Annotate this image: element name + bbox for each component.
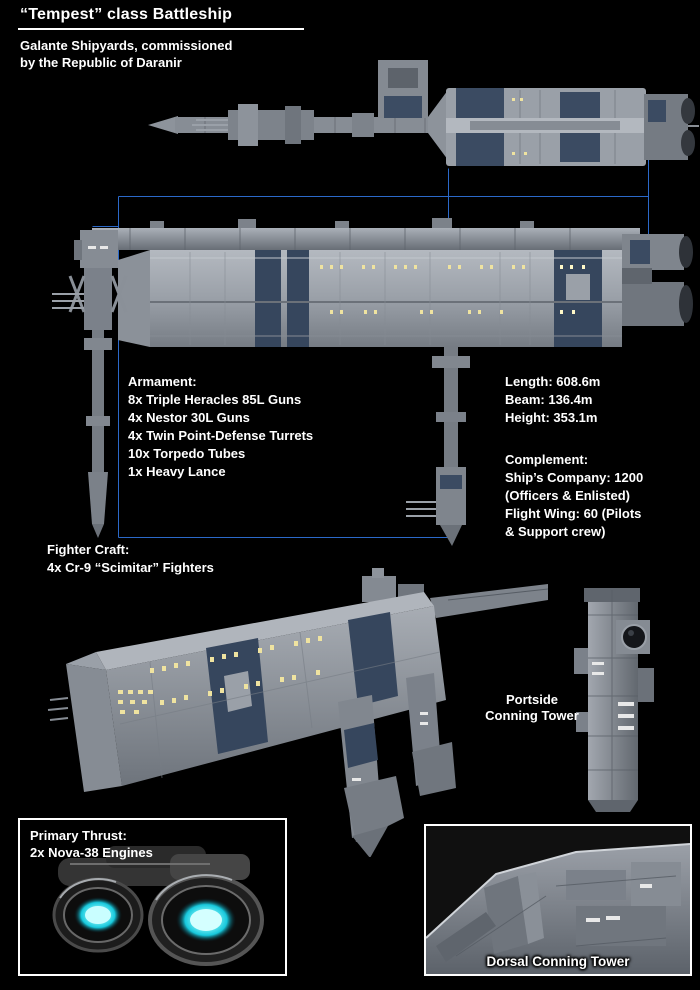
fighter-craft-heading: Fighter Craft: [47,542,130,557]
perspective-aft-mast [406,673,456,796]
subtitle-line: Galante Shipyards, commissioned [20,38,233,53]
orthographic-views-render [52,60,699,546]
fighter-craft-block: Fighter Craft: 4x Cr-9 “Scimitar” Fighte… [47,541,214,577]
fighter-craft-detail: 4x Cr-9 “Scimitar” Fighters [47,560,214,575]
side-view-render [52,218,693,546]
armament-block: Armament: 8x Triple Heracles 85L Guns 4x… [128,373,313,481]
dorsal-window-slits [586,884,652,922]
portside-tower-label-line: Conning Tower [485,708,579,723]
title-divider [18,28,304,30]
perspective-windows [118,636,322,714]
length-spec: Length: 608.6m [505,374,601,389]
engine-render [20,820,285,974]
forward-mast [52,230,128,538]
dorsal-tower-inset-frame: Dorsal Conning Tower [424,824,692,976]
armament-item: 8x Triple Heracles 85L Guns [128,392,302,407]
tower-window-slits [592,662,634,730]
complement-block: Complement: Ship’s Company: 1200 (Office… [505,451,643,541]
dorsal-tower-render [426,826,690,974]
armament-item: 10x Torpedo Tubes [128,446,246,461]
complement-heading: Complement: [505,452,589,467]
dorsal-tower-caption: Dorsal Conning Tower [486,954,630,969]
stern-engines [622,234,693,326]
portside-tower-label: Portside Conning Tower [461,692,603,724]
complement-line: (Officers & Enlisted) [505,488,630,503]
height-spec: Height: 353.1m [505,410,598,425]
primary-thrust-line: Primary Thrust: [30,828,127,843]
subtitle-line: by the Republic of Daranir [20,55,182,70]
top-view-render [148,60,699,166]
hull-windows [320,265,525,314]
subtitle: Galante Shipyards, commissioned by the R… [20,37,232,71]
complement-line: Flight Wing: 60 (Pilots [505,506,642,521]
dimensions-block: Length: 608.6m Beam: 136.4m Height: 353.… [505,373,600,427]
armament-item: 4x Twin Point-Defense Turrets [128,428,314,443]
armament-item: 4x Nestor 30L Guns [128,410,250,425]
armament-item: 1x Heavy Lance [128,464,226,479]
perspective-forward-mast [338,695,404,857]
complement-line: Ship’s Company: 1200 [505,470,644,485]
ventral-mast [406,347,470,546]
engine-inset-frame: Primary Thrust: 2x Nova-38 Engines [18,818,287,976]
complement-line: & Support crew) [505,524,606,539]
primary-thrust-line: 2x Nova-38 Engines [30,845,153,860]
dorsal-turrets [150,218,534,228]
portside-tower-label-line: Portside [505,692,558,707]
page-title: “Tempest” class Battleship [20,6,233,23]
primary-thrust-label: Primary Thrust: 2x Nova-38 Engines [30,827,153,861]
perspective-view-render [47,568,549,857]
beam-spec: Beam: 136.4m [505,392,593,407]
armament-heading: Armament: [128,374,197,389]
portside-tower-render [574,588,654,812]
